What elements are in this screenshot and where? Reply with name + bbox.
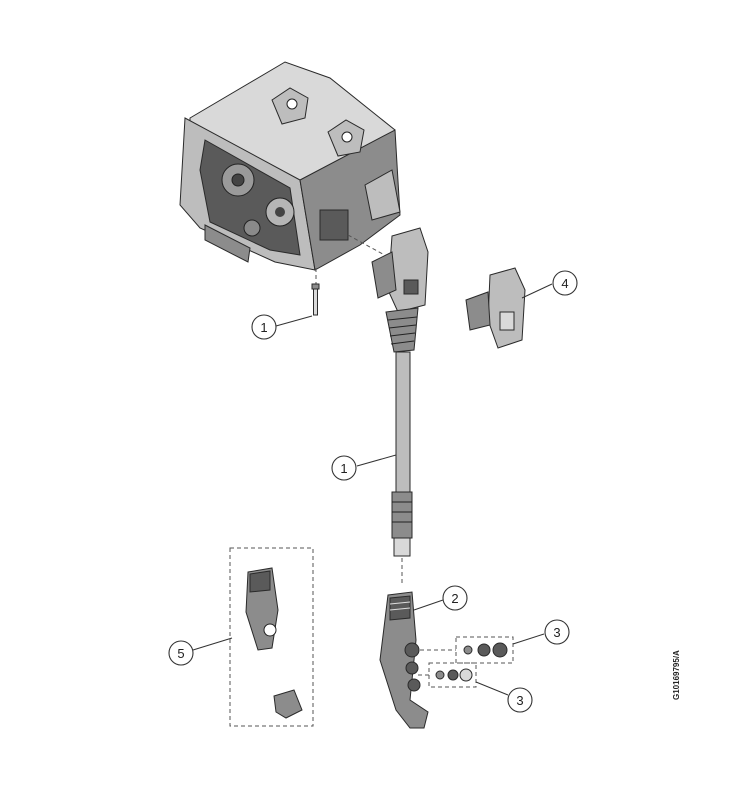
leader-1-screw [275,315,313,327]
machine-housing [179,61,401,271]
callout-number: 1 [340,461,347,476]
figure-reference-code: G10169795/A [672,650,681,700]
callout-1-cable: 1 [331,455,357,481]
leader-3-lower [475,681,509,696]
callout-4-cover: 4 [552,270,578,296]
connector-cover [465,267,526,349]
callout-1-screw: 1 [251,314,277,340]
remote-handle [379,591,429,729]
alignment-line-connector [347,234,391,259]
callout-number: 3 [553,625,560,640]
callout-number: 3 [516,693,523,708]
callout-number: 4 [561,276,568,291]
callout-number: 2 [451,591,458,606]
leader-4 [521,283,553,299]
leader-5 [192,637,233,651]
callout-2-handle: 2 [442,585,468,611]
callout-number: 1 [260,320,267,335]
leader-2 [413,599,444,611]
button-group-lower [418,662,477,688]
callout-5-kit: 5 [168,640,194,666]
callout-number: 5 [177,646,184,661]
screw [311,268,320,316]
button-group-upper [420,636,514,664]
leader-3-upper [512,633,545,645]
replacement-kit [229,547,314,727]
cable-assembly [371,227,429,585]
callout-3-lower-buttons: 3 [507,687,533,713]
leader-1-cable [356,454,397,467]
callout-3-upper-buttons: 3 [544,619,570,645]
